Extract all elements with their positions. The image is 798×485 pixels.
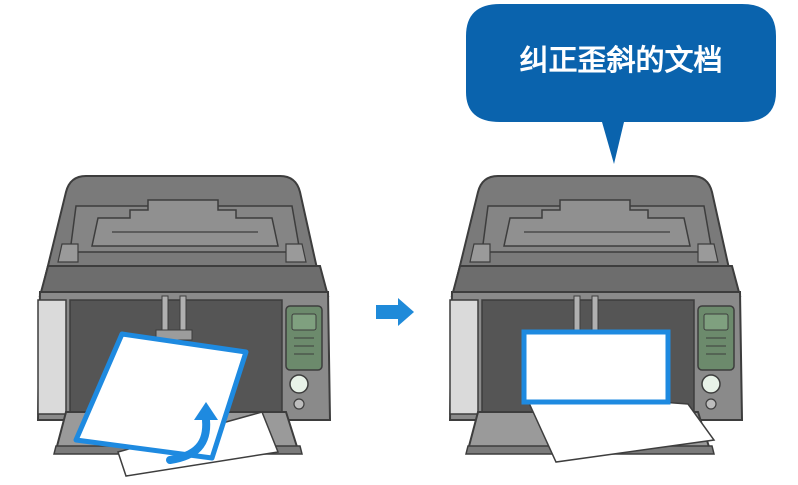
corrected-document <box>521 329 671 405</box>
callout-text: 纠正歪斜的文档 <box>519 43 722 77</box>
callout-bubble: 纠正歪斜的文档 <box>466 4 776 164</box>
curved-rotate-arrow-icon <box>166 402 218 464</box>
right-arrow-icon <box>376 298 414 326</box>
